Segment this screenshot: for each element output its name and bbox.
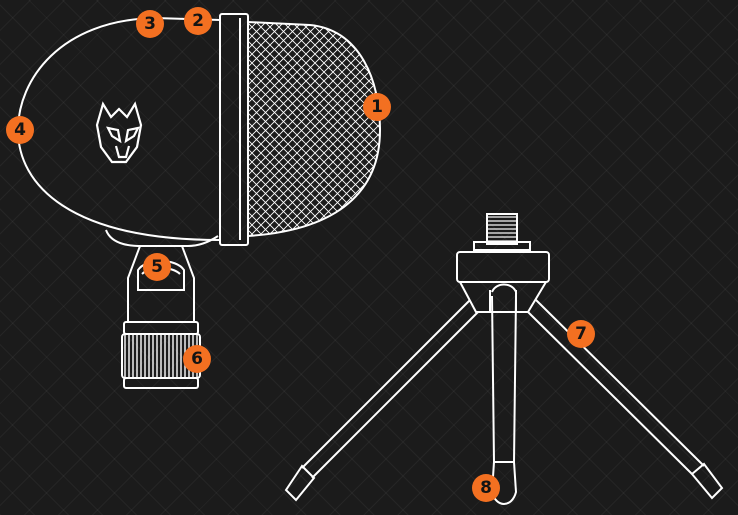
callout-badge-2: 2 [184, 7, 212, 35]
callout-badge-6: 6 [183, 345, 211, 373]
callout-badge-1: 1 [363, 93, 391, 121]
tripod [286, 214, 722, 504]
callout-badge-8: 8 [472, 474, 500, 502]
tripod-thread-screw [487, 214, 517, 244]
microphone-grille [248, 22, 380, 236]
tripod-leg-right [528, 300, 704, 474]
microphone [18, 14, 380, 388]
callout-badge-3: 3 [136, 10, 164, 38]
callout-badge-7: 7 [567, 320, 595, 348]
tripod-head [457, 252, 549, 282]
tripod-leg-center [492, 296, 516, 462]
callout-badge-5: 5 [143, 253, 171, 281]
microphone-band-ring [220, 14, 248, 245]
microphone-rear-body [18, 18, 220, 240]
wolf-head-logo [97, 104, 141, 162]
callout-badge-4: 4 [6, 116, 34, 144]
mount-bracket [106, 230, 218, 246]
tripod-leg-left [302, 300, 478, 478]
